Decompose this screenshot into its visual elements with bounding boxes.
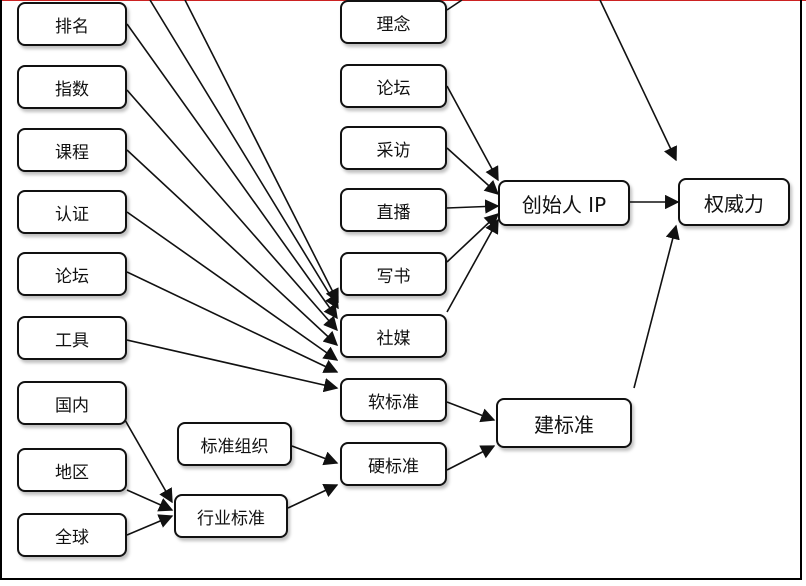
node-biaozhun-zuzhi: 标准组织 <box>177 422 292 466</box>
edge-zuzhi-ying <box>291 445 339 466</box>
edge-diqu-hangye <box>126 489 174 512</box>
node-chuangshiren-ip: 创始人 IP <box>498 180 630 226</box>
edge-zhishu-shemei <box>126 89 338 332</box>
node-weiwei-li: 权威力 <box>678 178 790 226</box>
edge-quanqiu-hangye <box>126 514 174 536</box>
node-ying-biaozhun: 硬标准 <box>340 442 447 486</box>
edge-shemei-ip <box>446 218 499 313</box>
node-shemei: 社媒 <box>340 314 447 358</box>
node-hangye-biaozhun: 行业标准 <box>174 494 288 538</box>
edge-ruan-jian <box>446 401 496 423</box>
edge-hangye-ying <box>287 483 339 509</box>
edge-xieshu-ip <box>446 213 500 263</box>
node-paiming: 排名 <box>17 2 127 46</box>
node-renzheng: 认证 <box>17 190 127 234</box>
edge-luntan-ip <box>446 85 499 182</box>
node-kecheng: 课程 <box>17 128 127 172</box>
node-jian-biaozhun: 建标准 <box>496 398 632 448</box>
node-zhibo: 直播 <box>340 188 447 232</box>
node-caifang: 采访 <box>340 126 447 170</box>
edge-zhibo-ip <box>446 199 500 214</box>
edge-top2-shemei <box>184 0 339 304</box>
edge-linian-stub <box>446 0 463 11</box>
edge-luntan-ruan <box>126 271 339 373</box>
node-guonei: 国内 <box>17 381 127 425</box>
edge-paiming-shemei <box>126 23 338 320</box>
node-linian: 理念 <box>340 0 447 44</box>
node-diqu: 地区 <box>17 448 127 492</box>
node-gongju: 工具 <box>17 316 127 360</box>
edge-caifang-ip <box>446 147 500 195</box>
node-luntan-mid: 论坛 <box>340 64 447 108</box>
node-zhishu: 指数 <box>17 65 127 109</box>
edge-top-weiwei <box>599 0 677 162</box>
edge-kecheng-shemei <box>126 149 339 346</box>
edge-renzheng-ruan <box>126 211 339 361</box>
edge-jian-weiwei <box>633 224 680 389</box>
edge-top1-shemei <box>149 0 339 310</box>
node-quanqiu: 全球 <box>17 513 127 557</box>
edge-gongju-ruan <box>126 339 339 393</box>
node-ruan-biaozhun: 软标准 <box>340 378 447 422</box>
node-xieshu: 写书 <box>340 252 447 296</box>
edge-ying-jian <box>446 445 496 471</box>
node-luntan-left: 论坛 <box>17 252 127 296</box>
edge-guonei-hangye <box>124 419 173 504</box>
